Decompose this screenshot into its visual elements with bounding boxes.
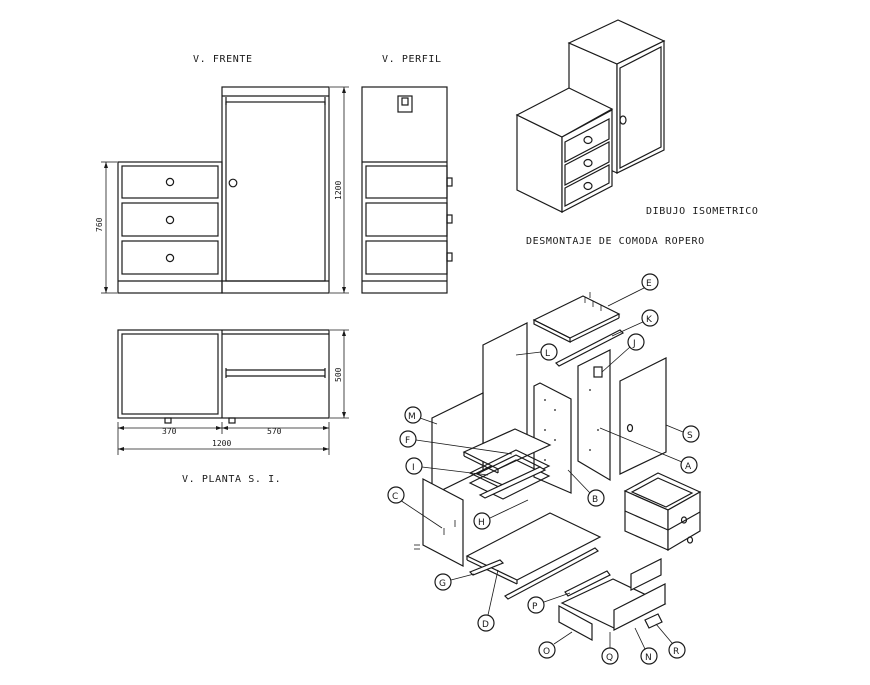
wardrobe-knob [228, 178, 238, 188]
front-drawer-2 [121, 202, 219, 237]
iso-title: DIBUJO ISOMETRICO [646, 206, 759, 217]
part-n-drawer-front [613, 583, 666, 631]
front-wardrobe-door [225, 101, 326, 282]
callout-d: D [477, 569, 499, 632]
svg-text:C: C [392, 492, 398, 502]
exploded-view: E K L J M S F [387, 273, 702, 665]
part-c-side [422, 478, 464, 567]
callout-a: A [599, 427, 698, 474]
part-b-partition [533, 382, 572, 494]
svg-text:I: I [412, 463, 415, 473]
profile-body [361, 86, 448, 294]
drawer-knob-3 [165, 253, 175, 263]
iso-chest-front [561, 108, 613, 213]
dim-plan-500: 500 [334, 367, 343, 382]
profile-drawer-2 [365, 202, 448, 237]
callout-q: Q [601, 632, 619, 665]
callout-p: P [527, 592, 571, 614]
plan-view: 500 370 570 1200 V. PLANTA S. I. [117, 329, 349, 485]
profile-drawer-3 [365, 240, 448, 275]
svg-text:G: G [439, 579, 446, 589]
callout-j: J [601, 333, 645, 373]
front-wardrobe-body [221, 86, 330, 294]
front-view-title: V. FRENTE [193, 54, 253, 65]
callout-m: M [404, 406, 438, 425]
drawer-knob-2 [165, 215, 175, 225]
part-r-knob [644, 613, 663, 629]
callout-n: N [634, 627, 658, 665]
dim-front-760: 760 [95, 217, 104, 232]
part-g-plinth [468, 559, 505, 576]
callout-k: K [611, 309, 659, 337]
part-i-frame [468, 449, 551, 490]
part-n-drawer-back [630, 558, 662, 591]
callout-o: O [538, 631, 573, 659]
svg-text:A: A [685, 462, 692, 472]
part-plinth-rail [504, 547, 599, 600]
front-drawer-1 [121, 165, 219, 199]
svg-text:D: D [482, 620, 489, 630]
callout-s: S [665, 424, 700, 443]
callout-g: G [434, 573, 475, 591]
svg-text:P: P [532, 602, 538, 612]
profile-drawer-1 [365, 165, 448, 199]
front-view: V. FRENTE 760 1200 [95, 54, 349, 294]
profile-view-title: V. PERFIL [382, 54, 442, 65]
iso-chest-top [515, 87, 614, 138]
callout-i: I [405, 457, 489, 476]
part-o-drawer-side [558, 604, 593, 642]
svg-text:E: E [646, 279, 652, 289]
plan-body [117, 329, 330, 419]
svg-text:L: L [545, 349, 550, 359]
dim-front-1200: 1200 [334, 181, 343, 200]
drawer-knob-1 [165, 177, 175, 187]
iso-wardrobe-knob [619, 115, 627, 125]
callout-h: H [473, 499, 529, 530]
callout-b: B [567, 469, 605, 507]
svg-text:S: S [687, 431, 693, 441]
svg-text:M: M [408, 412, 416, 422]
callout-l: L [515, 343, 558, 361]
plan-view-title: V. PLANTA S. I. [182, 474, 281, 485]
dim-plan-570: 570 [267, 427, 282, 436]
profile-hanger-bracket [397, 95, 413, 113]
svg-text:H: H [478, 518, 485, 528]
iso-wardrobe-front [616, 40, 665, 174]
part-h-rail [478, 466, 547, 499]
dim-plan-1200: 1200 [212, 439, 231, 448]
svg-text:R: R [673, 647, 679, 657]
part-a-side [577, 349, 611, 482]
front-drawer-3 [121, 240, 219, 275]
exploded-title: DESMONTAJE DE COMODA ROPERO [526, 236, 705, 247]
dim-plan-370: 370 [162, 427, 177, 436]
part-k-rail [554, 329, 625, 367]
front-chest-body [117, 161, 223, 294]
svg-text:K: K [646, 315, 653, 325]
svg-text:O: O [543, 647, 550, 657]
callout-r: R [655, 623, 686, 659]
part-f-shelf [462, 428, 552, 470]
callout-c: C [387, 486, 443, 529]
svg-text:F: F [405, 436, 410, 446]
svg-text:B: B [592, 495, 598, 505]
part-s-door [619, 357, 667, 475]
svg-text:Q: Q [606, 653, 613, 663]
part-e-panel [532, 295, 621, 339]
svg-text:N: N [645, 653, 652, 663]
callout-f: F [399, 430, 513, 455]
svg-text:J: J [632, 339, 636, 349]
isometric-view: DIBUJO ISOMETRICO DESMONTAJE DE COMODA R… [515, 19, 759, 247]
part-p-rail [564, 570, 611, 597]
profile-view: V. PERFIL [361, 54, 453, 294]
callout-e: E [607, 273, 659, 307]
